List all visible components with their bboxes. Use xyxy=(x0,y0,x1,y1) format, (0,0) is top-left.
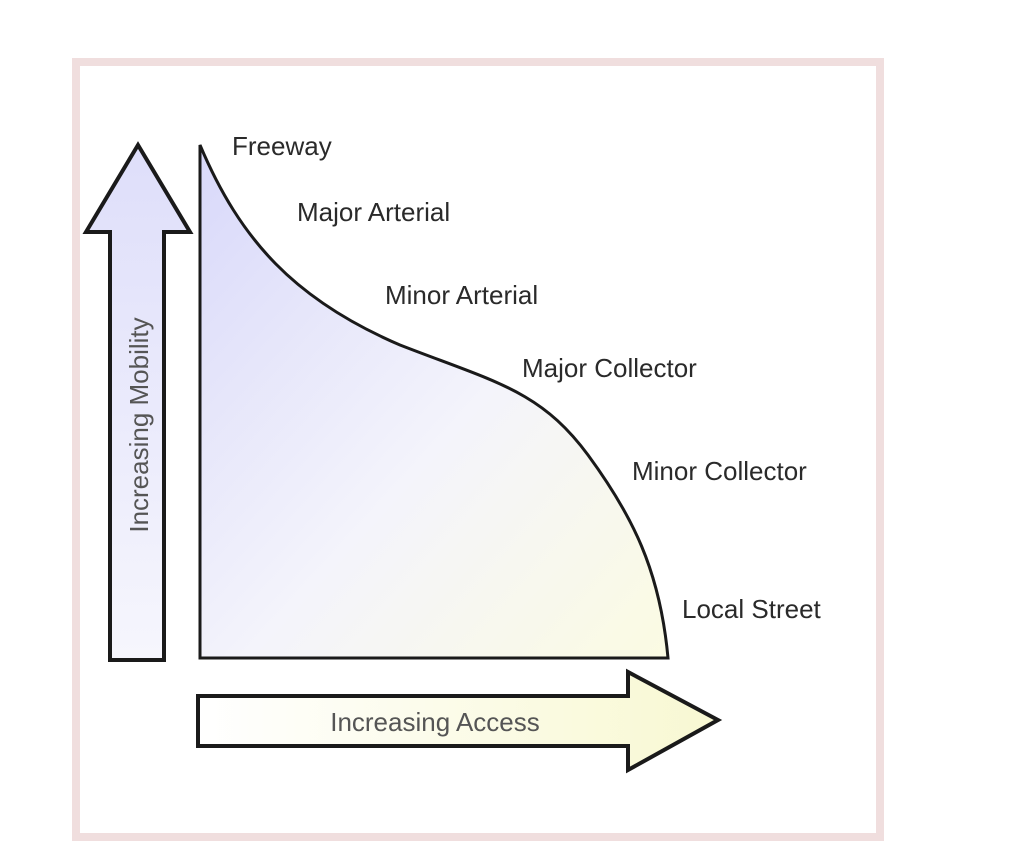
label-major-collector: Major Collector xyxy=(522,353,697,383)
mobility-access-curve xyxy=(198,144,670,660)
mobility-arrow xyxy=(82,141,194,662)
label-minor-arterial: Minor Arterial xyxy=(385,280,538,310)
label-minor-collector: Minor Collector xyxy=(632,456,807,486)
access-axis-label: Increasing Access xyxy=(330,707,540,737)
label-freeway: Freeway xyxy=(232,131,332,161)
label-major-arterial: Major Arterial xyxy=(297,197,450,227)
access-arrow xyxy=(196,668,723,774)
label-local-street: Local Street xyxy=(682,594,822,624)
mobility-axis-label: Increasing Mobility xyxy=(124,317,154,532)
